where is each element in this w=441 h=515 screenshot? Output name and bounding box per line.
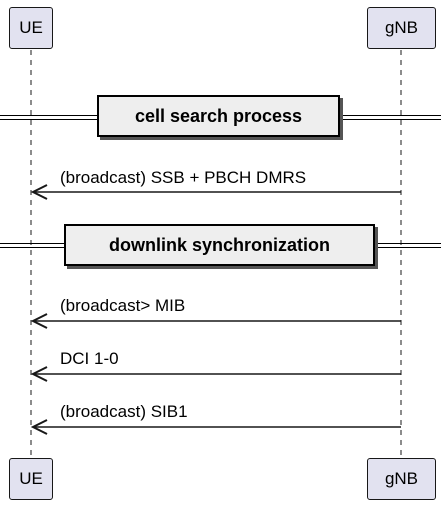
message-arrow-dci	[30, 366, 401, 382]
message-label-dci: DCI 1-0	[60, 349, 119, 368]
participant-ue-bottom: UE	[9, 458, 53, 500]
message-arrow-ssb	[30, 184, 401, 200]
participant-gnb-bottom: gNB	[367, 458, 436, 500]
message-label-ssb: (broadcast) SSB + PBCH DMRS	[60, 168, 307, 187]
message-label-sib1: (broadcast) SIB1	[60, 402, 188, 421]
message-arrow-sib1	[30, 419, 401, 435]
divider-downlink-synchronization: downlink synchronization	[64, 224, 375, 266]
message-label-mib: (broadcast> MIB	[60, 296, 186, 315]
divider-cell-search-process: cell search process	[97, 95, 340, 137]
message-arrow-mib	[30, 313, 401, 329]
participant-gnb-top: gNB	[367, 7, 436, 49]
participant-ue-top: UE	[9, 7, 53, 49]
